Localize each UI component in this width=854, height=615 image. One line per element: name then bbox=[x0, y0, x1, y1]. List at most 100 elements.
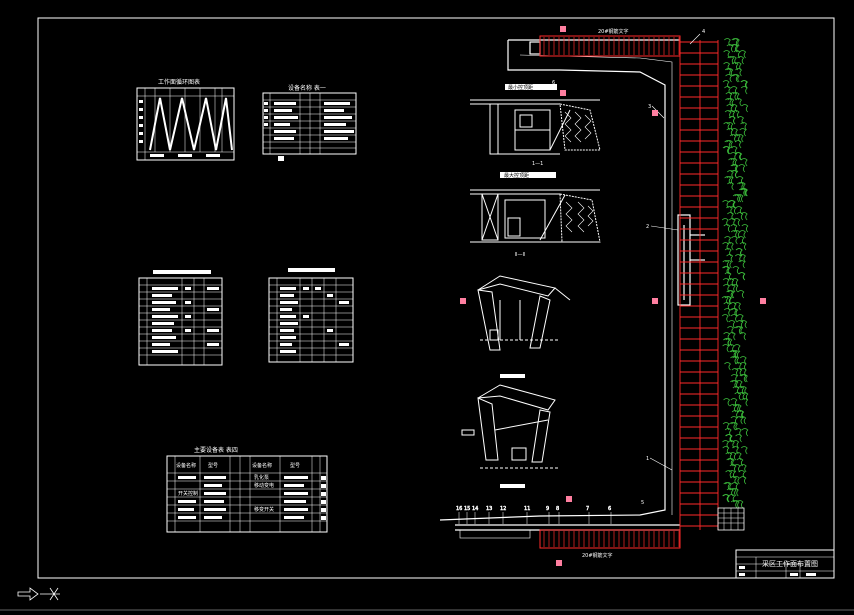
gob-hatch-mark bbox=[741, 104, 749, 113]
title-block: 采区工作面布置图 bbox=[735, 549, 835, 579]
gob-hatch-mark bbox=[728, 440, 735, 449]
gob-hatch-mark bbox=[733, 50, 741, 59]
main-equipment-header-2: 型号 bbox=[208, 462, 218, 469]
callout-number: 15 bbox=[464, 506, 470, 512]
section-1-label: 1—1 bbox=[532, 161, 543, 167]
gob-hatch-mark bbox=[732, 350, 740, 359]
gob-hatch-mark bbox=[735, 248, 743, 257]
callout-number: 12 bbox=[500, 506, 506, 512]
gob-hatch-mark bbox=[731, 236, 738, 245]
gob-hatch-mark bbox=[730, 356, 737, 365]
gob-hatch-mark bbox=[731, 38, 739, 47]
gob-hatch-mark bbox=[731, 74, 739, 83]
gob-hatch-mark bbox=[729, 134, 737, 143]
section-view-lower: 最大控顶距 Ⅱ—Ⅱ bbox=[470, 172, 601, 258]
gob-hatch-mark bbox=[740, 86, 748, 95]
top-hatch-band: 20#钢筋文字 bbox=[539, 28, 681, 57]
gob-hatch-mark bbox=[736, 458, 744, 467]
gob-hatch-mark bbox=[733, 230, 741, 239]
gob-hatch-mark bbox=[730, 170, 738, 179]
gob-hatch-mark bbox=[726, 128, 734, 137]
gob-hatch-mark bbox=[739, 374, 747, 383]
gob-hatch-mark bbox=[723, 302, 731, 311]
gob-hatch-mark bbox=[738, 272, 746, 281]
gob-hatch-mark bbox=[731, 482, 739, 491]
gob-hatch-mark bbox=[734, 302, 742, 311]
upper-section-label: 最小控顶距 bbox=[508, 84, 533, 91]
gob-hatch-mark bbox=[732, 38, 740, 47]
gob-hatch-mark bbox=[730, 314, 738, 323]
section-2-label: Ⅱ—Ⅱ bbox=[515, 252, 525, 258]
gob-hatch-mark bbox=[723, 122, 731, 131]
callout-number: 16 bbox=[456, 506, 462, 512]
gob-hatch-mark bbox=[731, 410, 739, 419]
equipment-table-3 bbox=[268, 268, 354, 363]
equipment-table-1: 设备名称 表一 bbox=[262, 84, 357, 161]
gob-hatch-mark bbox=[739, 128, 747, 137]
gob-hatch-mark bbox=[737, 290, 745, 299]
callout-4: 4 bbox=[702, 29, 705, 35]
gob-hatch-mark bbox=[734, 140, 742, 149]
callout-number: 9 bbox=[546, 506, 549, 512]
gob-hatch-mark bbox=[729, 488, 737, 497]
gob-hatch-mark bbox=[736, 314, 744, 323]
gob-hatch-mark bbox=[735, 68, 743, 77]
gob-hatch-mark bbox=[734, 152, 742, 161]
gob-hatch-mark bbox=[726, 44, 734, 53]
gob-hatch-mark bbox=[722, 278, 730, 287]
callout-number: 11 bbox=[524, 506, 530, 512]
cycle-chart-frame bbox=[136, 87, 235, 161]
gob-hatch-mark bbox=[733, 476, 740, 485]
gob-hatch-mark bbox=[740, 446, 748, 455]
main-equipment-cell: 乳化泵 bbox=[254, 474, 269, 481]
callout-number: 14 bbox=[472, 506, 478, 512]
gob-hatch-mark bbox=[738, 188, 746, 197]
gob-hatch-mark bbox=[726, 254, 734, 263]
title-block-title: 采区工作面布置图 bbox=[762, 559, 818, 568]
gob-hatch-mark bbox=[739, 356, 747, 365]
gob-hatch-mark bbox=[735, 98, 743, 107]
gob-hatch-mark bbox=[736, 134, 744, 143]
gob-hatch-mark bbox=[723, 482, 731, 491]
main-equipment-header-3: 设备名称 bbox=[252, 462, 272, 469]
gob-hatch-mark bbox=[729, 452, 737, 461]
support-view-lower bbox=[461, 384, 560, 488]
gob-hatch-mark bbox=[734, 326, 742, 335]
gob-hatch-mark bbox=[728, 332, 736, 341]
gob-hatch-mark bbox=[733, 344, 741, 353]
gob-hatch-mark bbox=[726, 290, 734, 299]
gob-hatch-mark bbox=[732, 500, 740, 509]
gob-hatch-mark bbox=[724, 110, 732, 119]
main-equipment-table: 主要设备表 表四 设备名称 型号 设备名称 型号 乳化泵 开关控制 移动变电 移… bbox=[166, 446, 328, 533]
gob-hatch-mark bbox=[733, 218, 741, 227]
cycle-chart-title: 工作面循环图表 bbox=[158, 78, 200, 86]
callout-3: 3 bbox=[648, 104, 651, 110]
gob-hatch-mark bbox=[725, 470, 733, 479]
cycle-chart-zigzag bbox=[149, 97, 233, 151]
bottom-note: 20#钢筋文字 bbox=[582, 552, 613, 559]
main-equipment-title: 主要设备表 表四 bbox=[194, 446, 238, 454]
gob-hatch-mark bbox=[731, 488, 739, 497]
gob-hatch-mark bbox=[741, 398, 749, 407]
gob-hatch-mark bbox=[731, 278, 739, 287]
gob-hatch-mark bbox=[728, 116, 736, 125]
cycle-chart-grid bbox=[137, 88, 234, 160]
gob-hatch-mark bbox=[732, 110, 740, 119]
gob-hatch-mark bbox=[735, 434, 743, 443]
callout-5: 5 bbox=[641, 500, 644, 506]
gob-hatch-mark bbox=[739, 242, 747, 251]
gob-hatch-mark bbox=[726, 122, 734, 131]
ucs-icon bbox=[0, 587, 854, 611]
main-equipment-cell: 移变开关 bbox=[254, 506, 274, 513]
gob-hatch-mark bbox=[734, 392, 742, 401]
gob-hatch-mark bbox=[739, 332, 747, 341]
top-note: 20#钢筋文字 bbox=[598, 28, 629, 35]
callout-number: 6 bbox=[608, 506, 611, 512]
gob-hatch-mark bbox=[722, 494, 730, 503]
gob-hatch-mark bbox=[726, 170, 734, 179]
support-view-upper bbox=[477, 275, 571, 378]
gob-hatch-mark bbox=[735, 368, 743, 377]
gob-hatch-mark bbox=[728, 284, 736, 293]
gob-hatch-mark bbox=[739, 362, 747, 371]
